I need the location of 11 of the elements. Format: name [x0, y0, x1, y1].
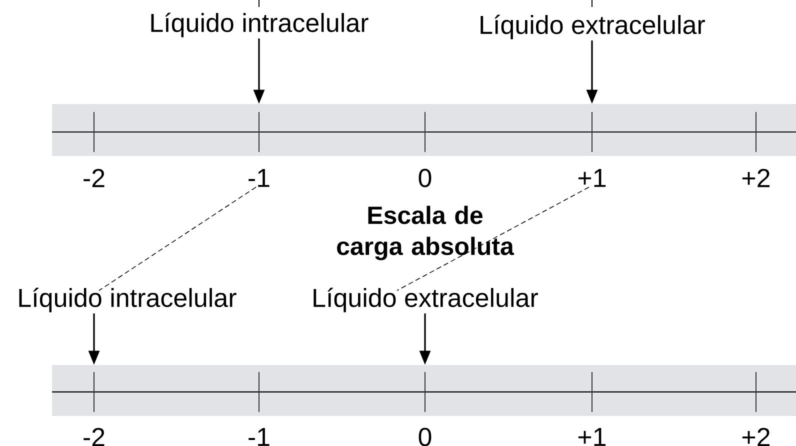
tick-label: +1: [578, 169, 606, 187]
fluid-label: Líquido extracelular: [480, 14, 705, 40]
fluid-label: Líquido extracelular: [314, 288, 538, 312]
fluid-label: Líquido intracelular: [19, 288, 236, 312]
dashed-line: [396, 186, 590, 291]
fluid-label: Líquido intracelular: [151, 12, 368, 38]
scale-title: Escala de carga absoluta: [337, 206, 514, 260]
dashed-line: [98, 186, 256, 291]
tick-label: -1: [248, 169, 270, 187]
scale-bar: [52, 364, 796, 416]
scale-bar: [52, 104, 796, 156]
